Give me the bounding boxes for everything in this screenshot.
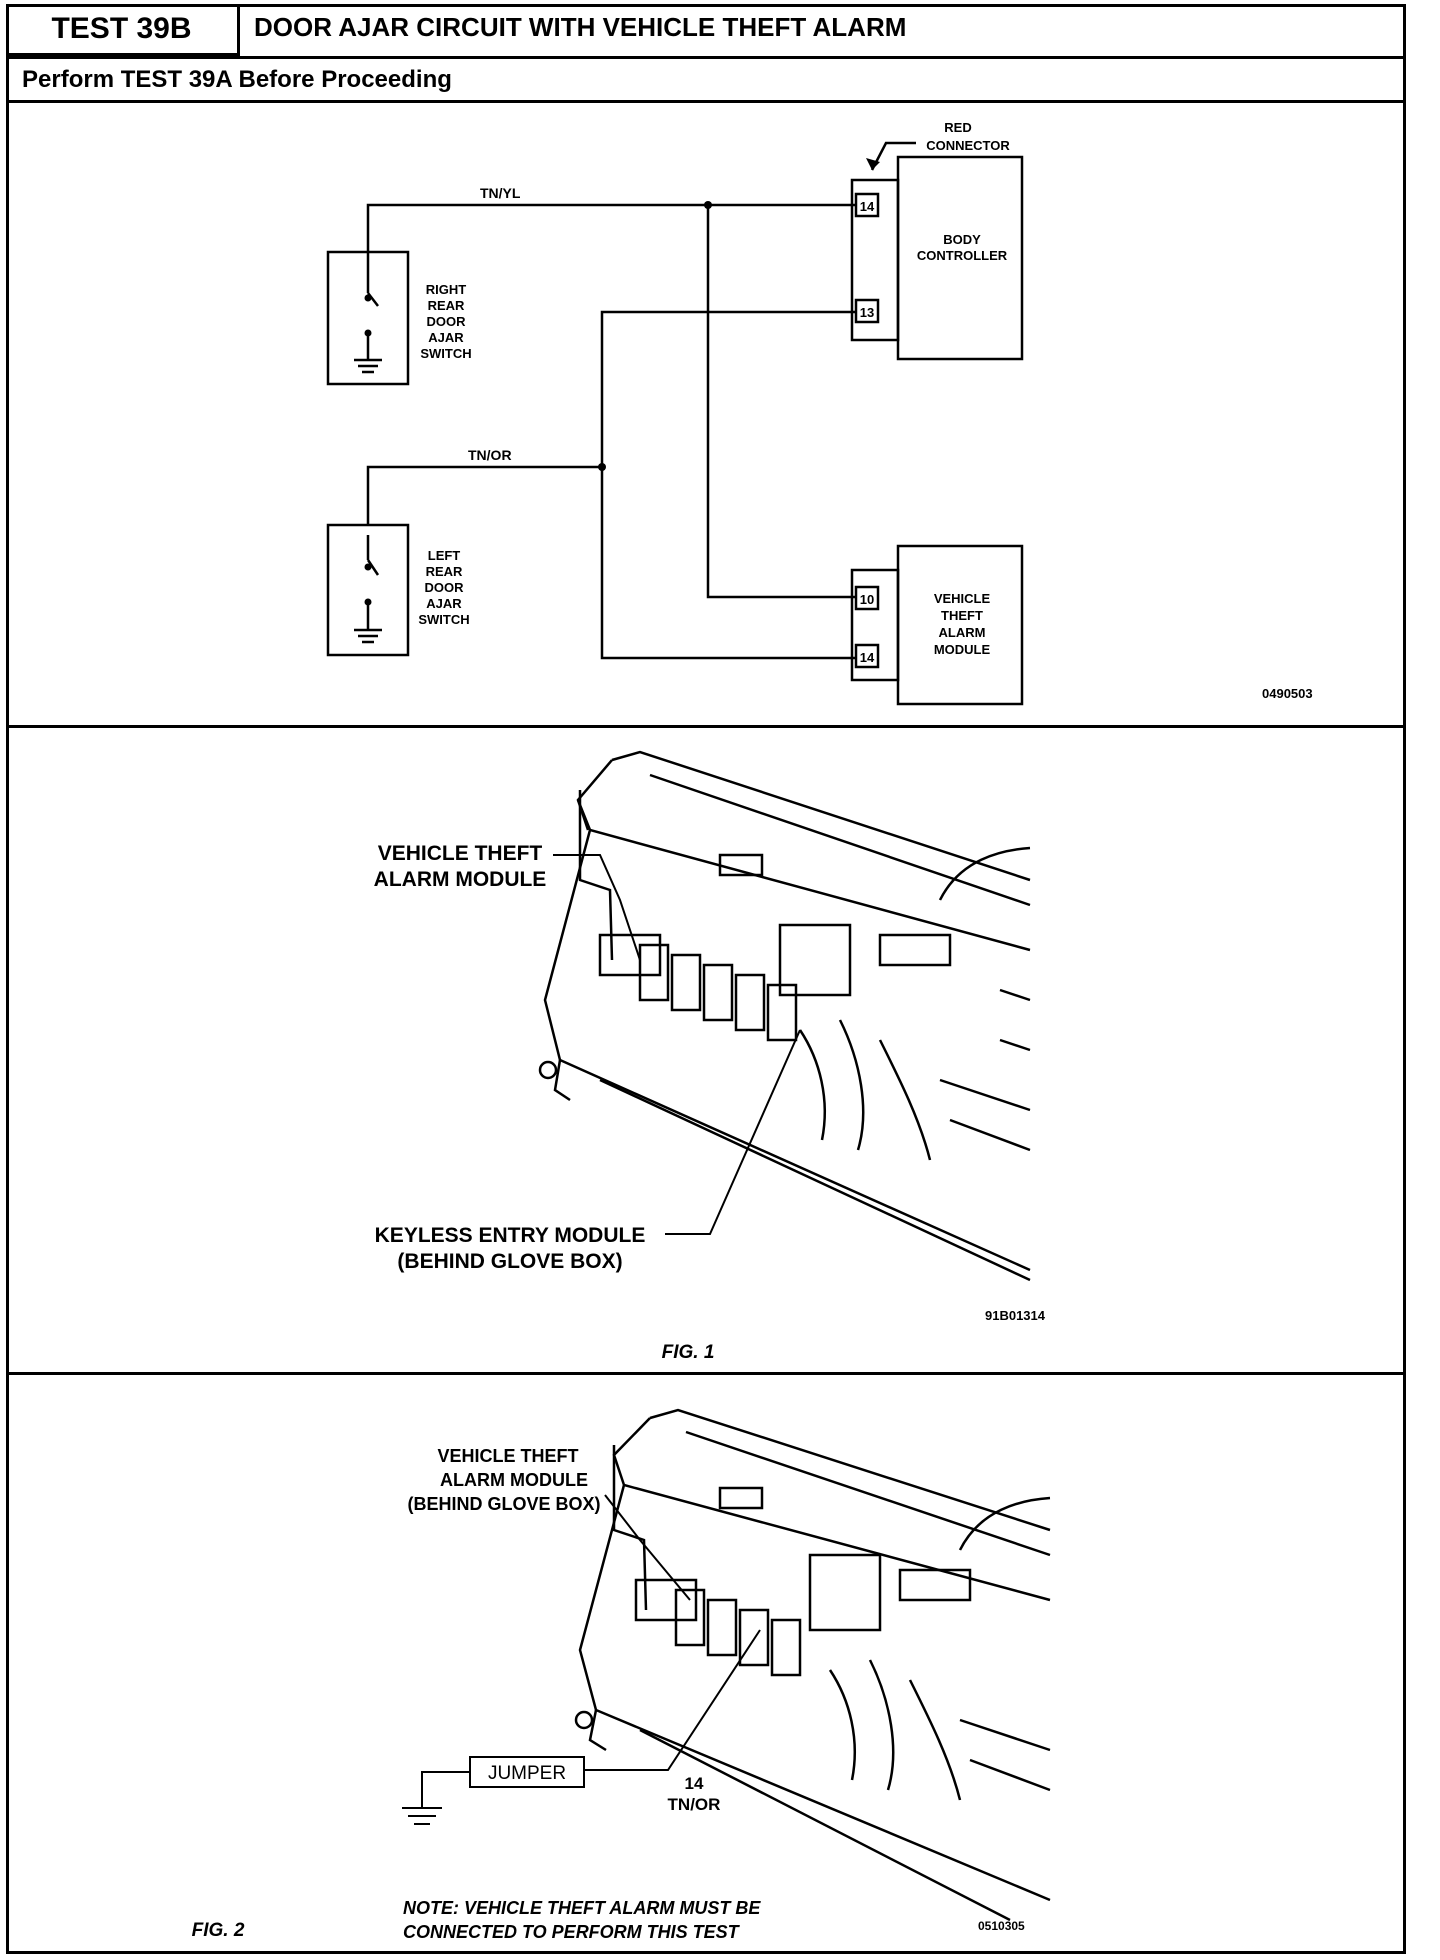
- jumper-wire-ground: [421, 1771, 470, 1808]
- schematic: [326, 141, 1024, 706]
- schematic-ref: 0490503: [1262, 686, 1313, 701]
- vta-label-2: THEFT: [941, 608, 983, 623]
- fig2-caption: FIG. 2: [192, 1920, 245, 1941]
- wire-label-tn-or: TN/OR: [468, 447, 512, 463]
- wire-tn-yl: [366, 203, 855, 265]
- leader-keyless: [665, 1029, 801, 1235]
- body-controller-label-2: CONTROLLER: [917, 248, 1008, 263]
- pin-label-10: 10: [860, 592, 874, 607]
- fig2-note-2: CONNECTED TO PERFORM THIS TEST: [403, 1922, 741, 1942]
- fig2-wire-label: TN/OR: [668, 1795, 721, 1814]
- fig1-vta-label-2: ALARM MODULE: [374, 868, 547, 891]
- schematic-dots: [364, 158, 880, 606]
- fig2-vta-label-3: (BEHIND GLOVE BOX): [407, 1494, 600, 1514]
- red-connector-label-2: CONNECTOR: [926, 138, 1010, 153]
- jumper-label: JUMPER: [488, 1763, 566, 1784]
- fig2-ref: 0510305: [978, 1919, 1025, 1933]
- left-switch-label-4: AJAR: [426, 596, 462, 611]
- fig1-vta-label-1: VEHICLE THEFT: [378, 842, 543, 865]
- fig2-vta-label-2: ALARM MODULE: [440, 1470, 588, 1490]
- pin-box-13: [854, 298, 880, 324]
- fig1-ref: 91B01314: [985, 1308, 1046, 1323]
- section-divider: [6, 725, 1406, 728]
- right-switch-label-4: AJAR: [428, 330, 464, 345]
- pin-label-13: 13: [860, 305, 874, 320]
- red-connector-label-1: RED: [944, 120, 971, 135]
- wire-tn-or-branch: [600, 310, 855, 660]
- pin-label-14: 14: [860, 199, 875, 214]
- vta-label-4: MODULE: [934, 642, 991, 657]
- fig2-wiring: [402, 1494, 761, 1825]
- test-id: TEST 39B: [6, 4, 240, 56]
- page-frame: [6, 4, 1406, 1954]
- header-divider: [6, 56, 1406, 59]
- fig2-vta-label-1: VEHICLE THEFT: [437, 1446, 578, 1466]
- body-controller-connector: [850, 178, 900, 342]
- jumper-wire-pin: [584, 1629, 761, 1771]
- fig2-illustration: [574, 1408, 1051, 1922]
- splice-dot: [598, 463, 606, 471]
- section-divider: [6, 1372, 1406, 1375]
- fig1-illustration: [538, 750, 1031, 1282]
- red-connector-leader: [870, 141, 916, 171]
- right-switch-box: [326, 250, 410, 386]
- right-switch-label-1: RIGHT: [426, 282, 467, 297]
- left-switch-label-5: SWITCH: [418, 612, 469, 627]
- left-switch-label-2: REAR: [426, 564, 463, 579]
- page-title: DOOR AJAR CIRCUIT WITH VEHICLE THEFT ALA…: [254, 12, 907, 42]
- ground-symbol: [402, 1807, 442, 1825]
- wire-label-tn-yl: TN/YL: [480, 185, 521, 201]
- vta-connector: [850, 568, 900, 682]
- splice-dot: [704, 201, 712, 209]
- left-switch-box: [326, 523, 410, 657]
- right-switch-label-2: REAR: [428, 298, 465, 313]
- pin-box-14: [854, 192, 880, 218]
- fig2-pin-label: 14: [685, 1774, 704, 1793]
- right-switch-label-5: SWITCH: [420, 346, 471, 361]
- right-switch-label-3: DOOR: [427, 314, 467, 329]
- fig1-caption: FIG. 1: [662, 1342, 715, 1363]
- leader-vta: [553, 854, 641, 961]
- fig2-note-1: NOTE: VEHICLE THEFT ALARM MUST BE: [403, 1898, 761, 1918]
- wire-tn-or: [366, 465, 602, 525]
- vta-label-3: ALARM: [939, 625, 986, 640]
- left-switch-label-3: DOOR: [425, 580, 465, 595]
- vta-label-1: VEHICLE: [934, 591, 991, 606]
- subtitle: Perform TEST 39A Before Proceeding: [22, 66, 452, 93]
- fig1-leaders: [553, 854, 801, 1235]
- leader-vta-fig2: [604, 1494, 691, 1601]
- pin-box-10: [854, 585, 880, 611]
- pin-label-14b: 14: [860, 650, 875, 665]
- fig1-keyless-label-2: (BEHIND GLOVE BOX): [397, 1250, 622, 1273]
- fig1-keyless-label-1: KEYLESS ENTRY MODULE: [375, 1224, 646, 1247]
- left-switch-label-1: LEFT: [428, 548, 461, 563]
- wire-tn-yl-branch: [706, 205, 855, 599]
- section-divider: [6, 100, 1406, 103]
- pin-box-14b: [854, 643, 880, 669]
- body-controller-label-1: BODY: [943, 232, 981, 247]
